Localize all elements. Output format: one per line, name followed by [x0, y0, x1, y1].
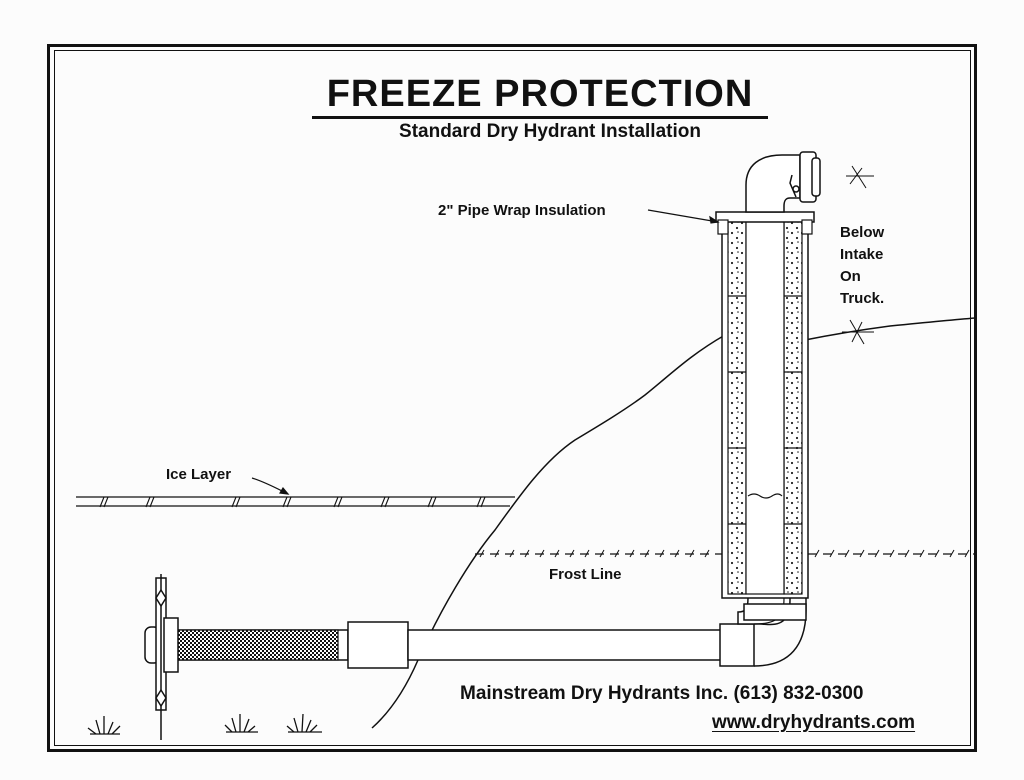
intake-level-markers: [842, 165, 874, 345]
page-title: FREEZE PROTECTION: [326, 73, 754, 115]
title-underline: [312, 116, 768, 119]
leader-lines: [251, 209, 720, 495]
website-link[interactable]: www.dryhydrants.com: [712, 712, 916, 733]
inner-border: [54, 50, 971, 746]
company-contact: Mainstream Dry Hydrants Inc. (613) 832-0…: [460, 683, 864, 704]
below-intake-line: Below: [840, 224, 885, 241]
top-elbow: [745, 151, 821, 213]
page-subtitle: Standard Dry Hydrant Installation: [399, 121, 701, 142]
ice-layer-label: Ice Layer: [166, 466, 232, 483]
below-intake-line: Intake: [840, 246, 884, 263]
below-intake-label: Below Intake On Truck.: [840, 222, 910, 310]
ice-layer: [76, 496, 515, 508]
grass-tufts: [87, 713, 322, 735]
strainer-screen: [177, 629, 339, 661]
below-intake-line: Truck.: [840, 290, 885, 307]
ground-profile: [371, 334, 726, 729]
strainer-flange: [144, 574, 179, 740]
insulation-label: 2" Pipe Wrap Insulation: [438, 202, 606, 219]
below-intake-line: On: [840, 268, 861, 285]
frost-line-label: Frost Line: [549, 566, 622, 583]
outer-border: [47, 44, 977, 752]
vertical-riser: [715, 211, 815, 599]
frost-line: [475, 549, 975, 558]
ground-profile-right: [804, 317, 976, 341]
